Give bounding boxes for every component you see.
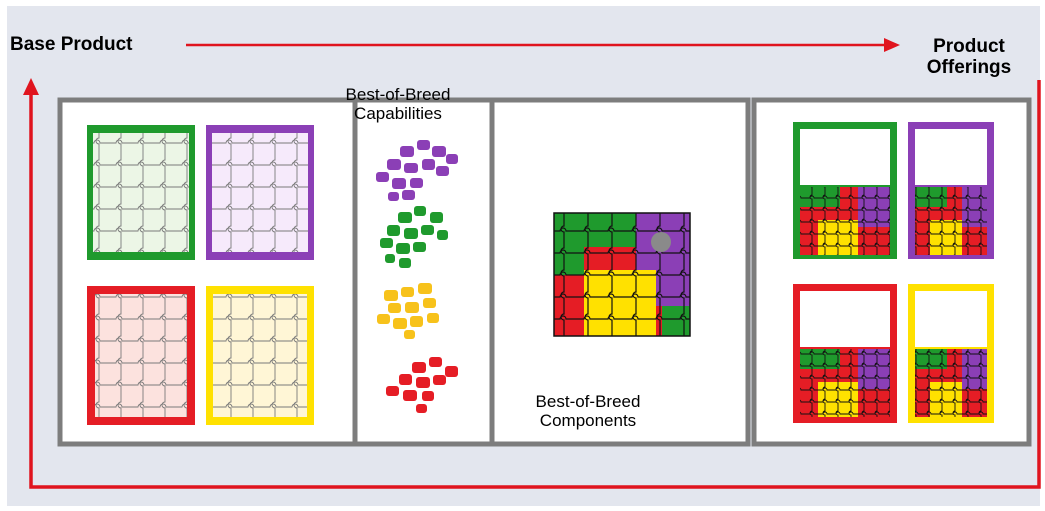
- components-line1: Best-of-Breed: [513, 392, 663, 411]
- yellow-offering: [908, 284, 994, 423]
- purple-offering: [908, 122, 994, 259]
- missing-piece-marker: [651, 232, 671, 252]
- green-base-puzzle: [87, 125, 195, 260]
- capabilities-label: Best-of-Breed Capabilities: [328, 85, 468, 123]
- product-offerings-panel: [754, 100, 1029, 444]
- capabilities-line2: Capabilities: [328, 104, 468, 123]
- yellow-base-puzzle: [206, 286, 314, 425]
- product-offerings-label: Product Offerings: [904, 36, 1034, 79]
- green-offering: [793, 122, 897, 259]
- combined-puzzle: [554, 213, 690, 336]
- components-line2: Components: [513, 411, 663, 430]
- red-offering: [793, 284, 897, 423]
- base-to-offerings-arrow: [186, 38, 900, 52]
- components-label: Best-of-Breed Components: [513, 392, 663, 430]
- base-product-panel: [60, 100, 355, 444]
- product-offerings-line2: Offerings: [904, 57, 1034, 78]
- product-offerings-line1: Product: [904, 36, 1034, 57]
- capabilities-line1: Best-of-Breed: [328, 85, 468, 104]
- capabilities-panel: [355, 100, 492, 444]
- purple-base-puzzle: [206, 125, 314, 260]
- base-product-label: Base Product: [10, 34, 132, 55]
- red-base-puzzle: [87, 286, 195, 425]
